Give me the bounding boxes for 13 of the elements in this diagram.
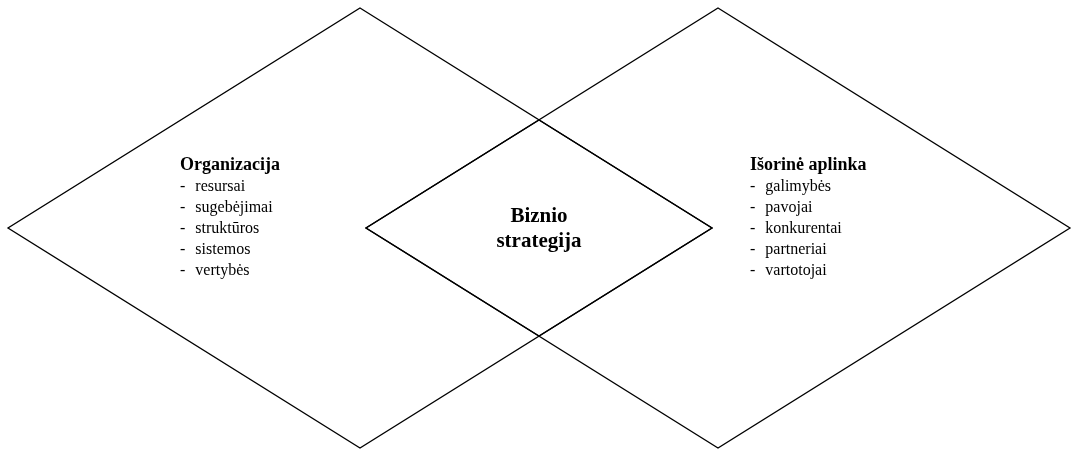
section-heading: Išorinė aplinka xyxy=(750,154,867,175)
list-item: - sugebėjimai xyxy=(180,197,274,217)
list-item: - galimybės xyxy=(750,176,833,196)
list-item: - pavojai xyxy=(750,197,814,217)
list-item: - sistemos xyxy=(180,239,252,259)
list-item: - vertybės xyxy=(180,260,251,280)
list-item: - resursai xyxy=(180,176,247,196)
list-item: - struktūros xyxy=(180,218,261,238)
center-title: Biznio strategija xyxy=(495,203,583,253)
list-item: - partneriai xyxy=(750,239,828,259)
list-item: - vartotojai xyxy=(750,260,828,280)
list-item: - konkurentai xyxy=(750,218,843,238)
section-heading: Organizacija xyxy=(180,154,280,175)
